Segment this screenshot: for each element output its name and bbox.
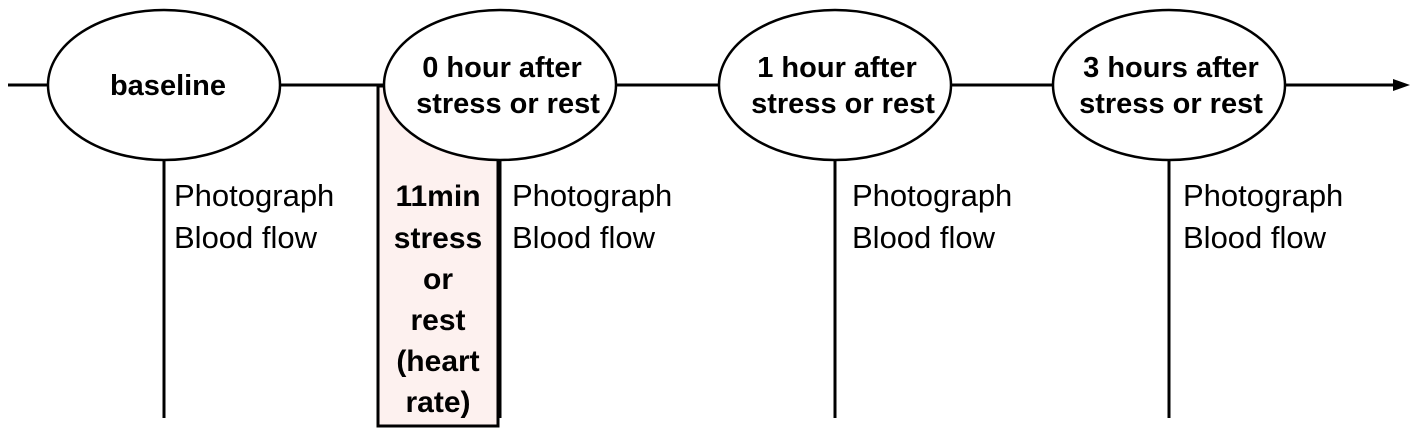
hour-3-measure-bloodflow: Blood flow: [1183, 220, 1327, 255]
hour-3-label-line-1: 3 hours after: [1083, 52, 1259, 84]
hour-3-measure-photograph: Photograph: [1183, 178, 1343, 213]
hour-3-ellipse: [1051, 8, 1287, 162]
baseline-measure-bloodflow: Blood flow: [174, 220, 318, 255]
hour-0-measure-photograph: Photograph: [512, 178, 672, 213]
hour-1-label-line-1: 1 hour after: [757, 52, 917, 84]
hour-0-measure-bloodflow: Blood flow: [512, 220, 656, 255]
hour-1-ellipse: [717, 8, 953, 162]
intervention-label-line-2: stress: [394, 222, 482, 255]
timeline-arrowhead: [1393, 79, 1410, 91]
intervention-label-line-3: or: [423, 263, 453, 296]
hour-0-ellipse: [382, 8, 618, 162]
hour-0-label-line-1: 0 hour after: [422, 52, 582, 84]
intervention-label-line-1: 11min: [395, 180, 480, 213]
hour-1-measure-photograph: Photograph: [852, 178, 1012, 213]
intervention-label-line-6: rate): [405, 386, 470, 419]
hour-0-label-line-2: stress or rest: [416, 88, 600, 120]
baseline-ellipse: [46, 8, 282, 162]
hour-1-measure-bloodflow: Blood flow: [852, 220, 996, 255]
baseline-label: baseline: [110, 70, 226, 102]
intervention-label-line-5: (heart: [396, 345, 479, 378]
intervention-label-line-4: rest: [410, 304, 465, 337]
hour-1-label-line-2: stress or rest: [751, 88, 935, 120]
hour-3-label-line-2: stress or rest: [1079, 88, 1263, 120]
baseline-measure-photograph: Photograph: [174, 178, 334, 213]
